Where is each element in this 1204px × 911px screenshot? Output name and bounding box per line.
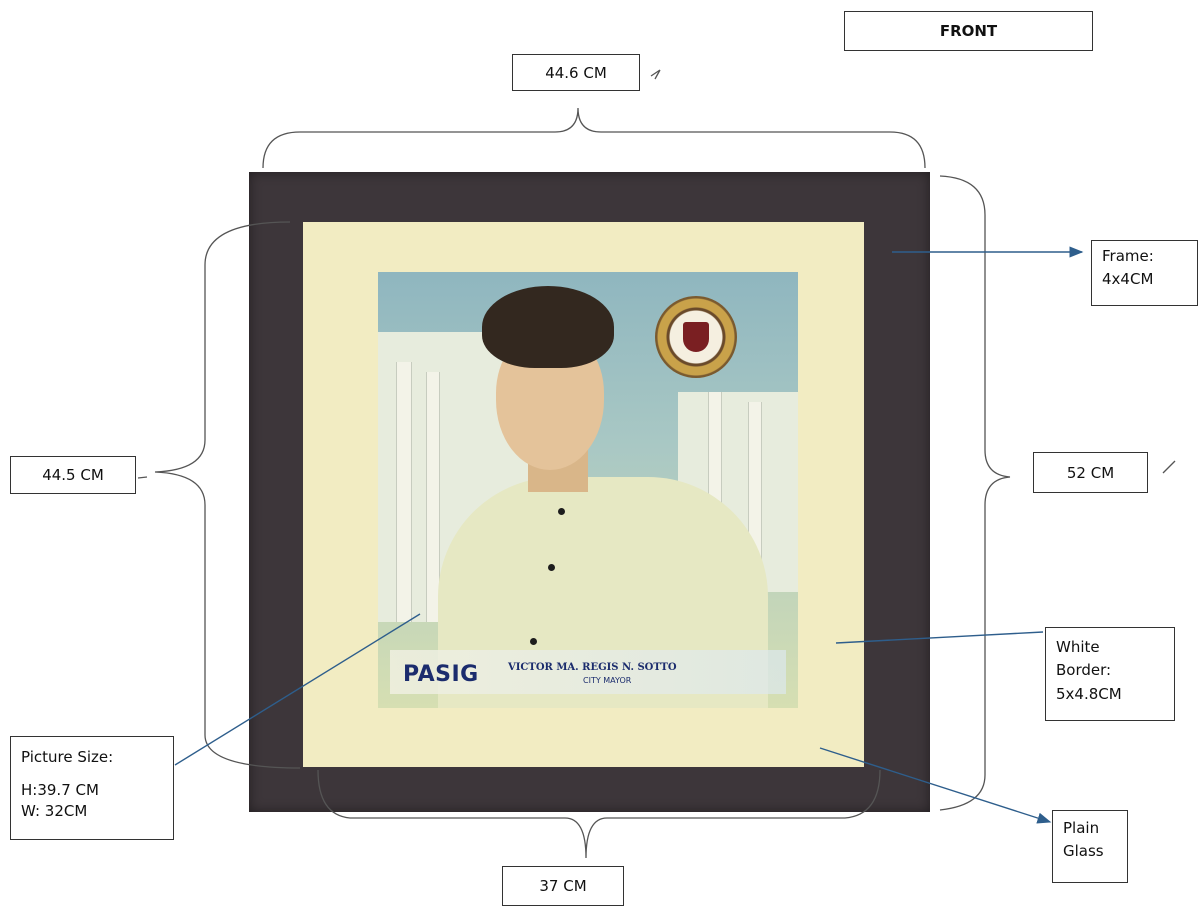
top-width-label: 44.6 CM — [512, 54, 640, 91]
top-width-text: 44.6 CM — [545, 63, 607, 82]
plain-glass-label: Plain Glass — [1052, 810, 1128, 883]
city-seal-icon — [655, 296, 737, 378]
mayor-photo: PASIG VICTOR MA. REGIS N. SOTTO CITY MAY… — [378, 272, 798, 708]
left-height-text: 44.5 CM — [42, 466, 104, 484]
picture-size-line: W: 32CM — [21, 802, 88, 820]
building-column — [426, 372, 440, 622]
left-height-label: 44.5 CM — [10, 456, 136, 494]
seal-shield-icon — [683, 322, 709, 352]
shirt-button — [548, 564, 555, 571]
mayor-name: VICTOR MA. REGIS N. SOTTO — [508, 662, 677, 673]
white-border-line: 5x4.8CM — [1056, 684, 1122, 703]
front-text: FRONT — [939, 22, 998, 40]
picture-size-label: Picture Size: H:39.7 CM W: 32CM — [10, 736, 174, 840]
frame-size-label: Frame: 4x4CM — [1091, 240, 1198, 306]
white-border-line: White — [1056, 638, 1100, 656]
shirt-button — [530, 638, 537, 645]
mayor-title: CITY MAYOR — [583, 676, 632, 685]
name-banner — [390, 650, 786, 694]
bottom-width-label: 37 CM — [502, 866, 624, 906]
picture-size-line: Picture Size: — [21, 748, 114, 766]
picture-size-line: H:39.7 CM — [21, 781, 99, 799]
building-column — [396, 362, 412, 622]
plain-glass-line: Glass — [1063, 841, 1104, 860]
white-border-line: Border: — [1056, 661, 1112, 680]
frame-label-line: Frame: — [1102, 247, 1154, 265]
bottom-width-text: 37 CM — [539, 877, 587, 895]
right-brace — [939, 175, 1011, 811]
shirt-button — [558, 508, 565, 515]
plain-glass-line: Plain — [1063, 819, 1100, 837]
pasig-logo: PASIG — [403, 662, 479, 687]
white-border-label: White Border: 5x4.8CM — [1045, 627, 1175, 721]
front-label: FRONT — [844, 11, 1093, 51]
frame-label-line: 4x4CM — [1102, 269, 1154, 288]
hair — [482, 286, 614, 368]
top-brace — [262, 107, 926, 169]
right-height-text: 52 CM — [1066, 463, 1115, 482]
right-height-label: 52 CM — [1033, 452, 1148, 493]
